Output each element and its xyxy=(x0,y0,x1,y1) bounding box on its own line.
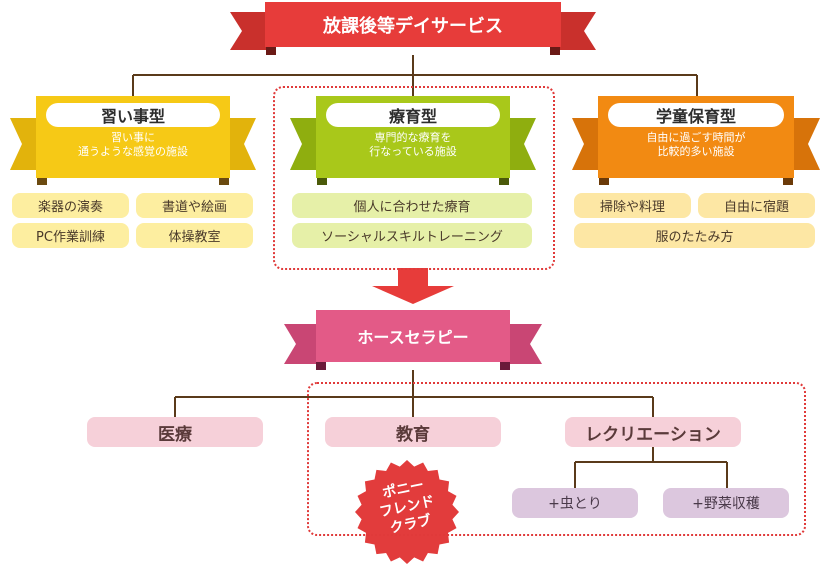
activity-item: 服のたたみ方 xyxy=(574,223,815,248)
category-title: 療育型 xyxy=(326,103,500,127)
activity-item: 自由に宿題 xyxy=(698,193,815,218)
activity-item: 掃除や料理 xyxy=(574,193,691,218)
activity-item: 書道や絵画 xyxy=(136,193,253,218)
category-description: 専門的な療育を 行なっている施設 xyxy=(316,131,510,159)
category-description-line: 通うような感覚の施設 xyxy=(78,145,188,158)
top-banner-ribbon xyxy=(230,2,596,55)
recreation-item: +野菜収穫 xyxy=(663,488,789,518)
category-description-line: 習い事に xyxy=(111,131,155,144)
down-arrow-icon xyxy=(372,268,454,304)
category-description-line: 自由に過ごす時間が xyxy=(646,131,746,144)
category-title: 学童保育型 xyxy=(608,103,784,127)
category-description-line: 行なっている施設 xyxy=(369,145,457,158)
therapy-banner-title: ホースセラピー xyxy=(357,328,469,347)
therapy-item: レクリエーション xyxy=(565,417,741,447)
top-banner-title: 放課後等デイサービス xyxy=(323,15,503,37)
category-description: 自由に過ごす時間が 比較的多い施設 xyxy=(598,131,794,159)
activity-item: 楽器の演奏 xyxy=(12,193,129,218)
activity-item: ソーシャルスキルトレーニング xyxy=(292,223,532,248)
category-description-line: 比較的多い施設 xyxy=(657,145,735,158)
category-description: 習い事に 通うような感覚の施設 xyxy=(36,131,230,159)
category-description-line: 専門的な療育を xyxy=(374,131,452,144)
pony-club-badge-shape xyxy=(355,460,459,564)
activity-item: PC作業訓練 xyxy=(12,223,129,248)
category-title: 習い事型 xyxy=(46,103,220,127)
activity-item: 体操教室 xyxy=(136,223,253,248)
activity-item: 個人に合わせた療育 xyxy=(292,193,532,218)
pony-club-highlight-frame xyxy=(307,382,806,536)
therapy-item: 医療 xyxy=(87,417,263,447)
therapy-banner-ribbon xyxy=(284,310,542,370)
recreation-item: +虫とり xyxy=(512,488,638,518)
therapy-type-highlight-frame xyxy=(273,86,555,270)
therapy-item: 教育 xyxy=(325,417,501,447)
